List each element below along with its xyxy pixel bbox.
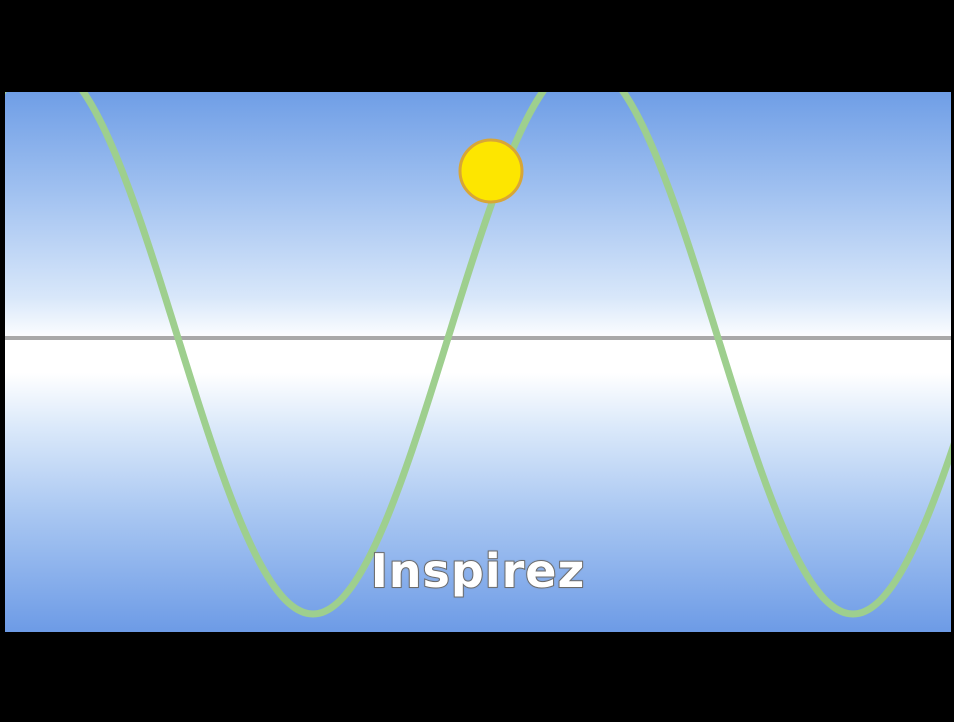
breathing-wave-scene: [5, 92, 951, 618]
breathing-ball: [458, 138, 524, 204]
instruction-caption: Inspirez: [370, 543, 586, 599]
sine-wave: [5, 92, 951, 618]
animation-stage: Inspirez: [5, 92, 951, 632]
